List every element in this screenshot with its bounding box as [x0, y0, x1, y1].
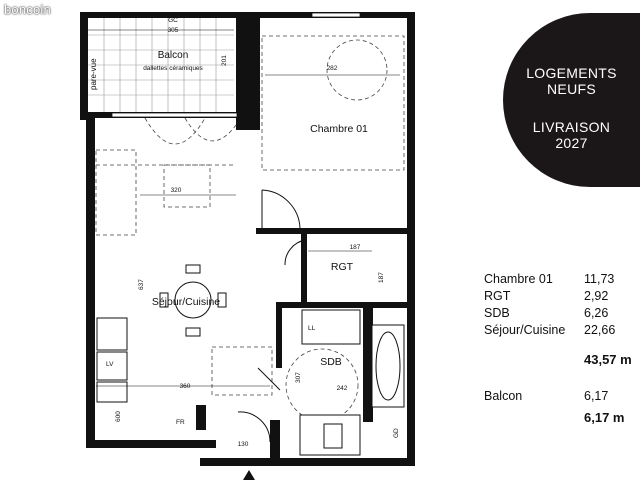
surface-value: 11,73 [584, 272, 615, 286]
room-label-balcon: Balcon [158, 50, 189, 61]
room-sub-balcon: dallettes céramiques [143, 65, 203, 72]
dim-305: 305 [168, 27, 179, 34]
delivery-badge: LOGEMENTS NEUFS LIVRAISON 2027 [503, 13, 640, 187]
dim-282: 282 [327, 65, 338, 72]
badge-line-3: LIVRAISON [532, 119, 611, 135]
dim-gc: GC [168, 17, 178, 24]
balcony-row: Balcon 6,17 [484, 389, 640, 405]
fixtures [96, 309, 405, 456]
badge-line-1: LOGEMENTS [526, 65, 617, 81]
fixture-lv: LV [106, 361, 114, 368]
surface-total: 43,57 m [584, 352, 632, 367]
fixture-ll: LL [308, 325, 316, 332]
surface-name: Séjour/Cuisine [484, 323, 566, 337]
dim-187b: 187 [378, 272, 385, 283]
balcony-tiles [88, 18, 234, 112]
dining-table [159, 264, 227, 337]
room-label-chambre: Chambre 01 [310, 123, 368, 135]
dim-600: 600 [115, 411, 122, 422]
surface-value: 6,26 [584, 306, 609, 320]
dim-320: 320 [171, 187, 182, 194]
dim-187a: 187 [350, 244, 361, 251]
room-label-sejour: Séjour/Cuisine [152, 296, 220, 308]
surface-row: Séjour/Cuisine 22,66 [484, 323, 640, 339]
balcony-value: 6,17 [584, 389, 609, 403]
dim-307: 307 [295, 372, 302, 383]
entrance-arrow-icon [243, 470, 255, 480]
fixture-gd: GD [393, 428, 400, 438]
dim-360: 360 [180, 383, 191, 390]
surface-name: SDB [484, 306, 510, 320]
interior-walls [196, 228, 408, 460]
doors [237, 189, 306, 443]
surface-row: SDB 6,26 [484, 306, 640, 322]
window-sejour [111, 112, 238, 118]
room-label-sdb: SDB [320, 356, 342, 368]
surface-name: RGT [484, 289, 511, 303]
balcony-total: 6,17 m [584, 410, 625, 425]
dimension-lines [88, 29, 400, 387]
badge-line-2: NEUFS [547, 81, 596, 97]
surface-row: RGT 2,92 [484, 289, 640, 305]
watermark: boncoin [4, 2, 51, 17]
window-chambre [311, 12, 361, 18]
fixture-fr: FR [176, 419, 185, 426]
dim-130: 130 [238, 441, 249, 448]
pare-vue-label: pare-vue [89, 58, 98, 90]
badge-line-4: 2027 [555, 135, 588, 151]
surface-row: Chambre 01 11,73 [484, 272, 640, 288]
surface-name: Chambre 01 [484, 272, 553, 286]
room-label-rgt: RGT [331, 261, 354, 273]
balcony-name: Balcon [484, 389, 523, 403]
surface-value: 2,92 [584, 289, 609, 303]
dim-637: 637 [138, 279, 145, 290]
dim-242: 242 [337, 385, 348, 392]
surface-value: 22,66 [584, 323, 616, 337]
dim-201: 201 [221, 55, 228, 66]
